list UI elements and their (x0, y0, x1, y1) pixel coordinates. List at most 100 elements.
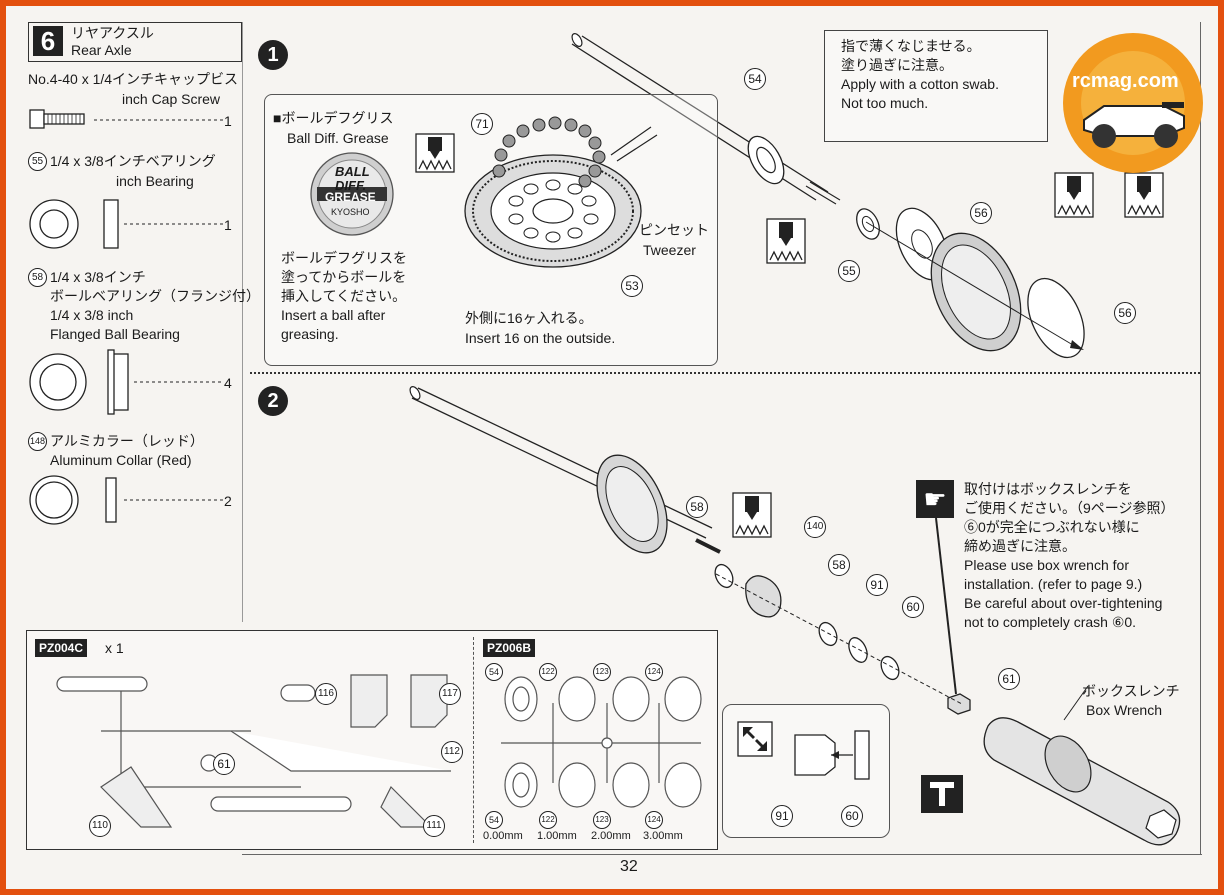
substep-1-badge: 1 (258, 40, 288, 70)
substep-2-badge: 2 (258, 386, 288, 416)
rcmag-watermark: rcmag.com (1062, 32, 1204, 174)
part-55-name-jp: 1/4 x 3/8インチベアリング (50, 153, 216, 169)
callout-55: 55 (838, 260, 860, 282)
callout-91: 91 (771, 805, 793, 827)
ball-note-line3: 挿入してください。 (281, 288, 407, 304)
box-wrench-drawing (983, 685, 1181, 846)
outside-note-en: Insert 16 on the outside. (465, 330, 616, 346)
part-55-name-en: inch Bearing (116, 173, 194, 189)
tree-callout-123: 123 (593, 663, 611, 681)
grease-logo-brand: KYOSHO (331, 207, 370, 217)
part-55-num: 55 (28, 152, 47, 171)
grease-title-jp: ■ボールデフグリス (273, 110, 394, 126)
screwdriver-icon (921, 775, 963, 813)
zoom-icon (737, 721, 773, 757)
tree-callout-111: 111 (423, 815, 445, 837)
pointing-hand-icon: ☛ (916, 480, 954, 518)
page-number: 32 (620, 858, 638, 875)
wrench-note-line1: 取付けはボックスレンチを (964, 481, 1132, 497)
bearing-55-icon (29, 199, 224, 249)
step-number: 6 (33, 26, 63, 56)
ball-note-line5: greasing. (281, 326, 339, 342)
collar-inset-panel: 91 60 (722, 704, 890, 838)
grease-logo-ball: BALL (335, 164, 370, 179)
callout-140: 140 (804, 516, 826, 538)
collar-148-icon (29, 475, 224, 525)
tree-callout-122: 122 (539, 811, 557, 829)
collar-fit-drawing (794, 730, 870, 780)
part-58-qty: 4 (224, 375, 232, 391)
page-right-rule (1200, 22, 1201, 854)
box-wrench-label-en: Box Wrench (1086, 702, 1162, 718)
shim-size-1: 1.00mm (537, 830, 577, 842)
ball-note-line4: Insert a ball after (281, 307, 386, 323)
grease-logo-diff: DIFF. (335, 178, 367, 193)
instruction-page: 6 リヤアクスル Rear Axle No.4-40 x 1/4インチキャップビ… (6, 6, 1218, 889)
part-screw-name-en: inch Cap Screw (122, 91, 221, 107)
axle-assembly-drawing (409, 386, 971, 715)
grease-point-icon (1124, 172, 1164, 218)
callout-58: 58 (828, 554, 850, 576)
tree-callout-124: 124 (645, 811, 663, 829)
tree-divider (473, 637, 474, 843)
tree-callout-123: 123 (593, 811, 611, 829)
grease-point-icon (415, 133, 455, 173)
part-screw-name-jp: No.4-40 x 1/4インチキャップビス (28, 71, 239, 87)
tree-right-badge: PZ006B (483, 639, 536, 657)
wrench-note-line7: Be careful about over-tightening (964, 595, 1163, 611)
shim-size-3: 3.00mm (643, 830, 683, 842)
part-58-name-en2: Flanged Ball Bearing (50, 326, 180, 342)
swab-note-box: 指で薄くなじませる。 塗り過ぎに注意。 Apply with a cotton … (824, 30, 1048, 142)
part-55-qty: 1 (224, 217, 232, 233)
swab-note-line2: 塗り過ぎに注意。 (841, 57, 953, 73)
tree-pz006b-drawing (501, 676, 702, 808)
rear-axle-drawing (571, 33, 841, 205)
swab-note-line1: 指で薄くなじませる。 (841, 38, 981, 54)
tree-callout-54: 54 (485, 811, 503, 829)
callout-54: 54 (744, 68, 766, 90)
ball-note-line2: 塗ってからボールを (281, 269, 407, 285)
tree-callout-117: 117 (439, 683, 461, 705)
step-title-jp: リヤアクスル (71, 25, 154, 41)
step-title-en: Rear Axle (71, 42, 132, 58)
ball-diff-grease-logo (310, 152, 394, 236)
callout-56: 56 (970, 202, 992, 224)
grease-logo-grease: GREASE (325, 190, 376, 204)
callout-61: 61 (998, 668, 1020, 690)
part-58-name-jp: 1/4 x 3/8インチ (50, 269, 146, 285)
grease-point-icon (732, 492, 772, 538)
grease-point-icon (1054, 172, 1094, 218)
part-58-name-en1: 1/4 x 3/8 inch (50, 307, 134, 323)
wrench-note-line5: Please use box wrench for (964, 557, 1129, 573)
callout-71: 71 (471, 113, 493, 135)
shim-size-2: 2.00mm (591, 830, 631, 842)
page-bottom-rule (242, 854, 1202, 855)
grease-point-icon (766, 218, 806, 264)
rcmag-logo-icon (1063, 33, 1203, 173)
tree-left-qty: x 1 (105, 640, 124, 656)
diff-gear-drawing (464, 116, 658, 268)
part-148-qty: 2 (224, 493, 232, 509)
part-148-num: 148 (28, 432, 47, 451)
callout-60: 60 (902, 596, 924, 618)
tree-callout-112: 112 (441, 741, 463, 763)
part-148-name-en: Aluminum Collar (Red) (50, 452, 192, 468)
parts-tree-box: PZ004C x 1 116 117 112 61 110 111 (26, 630, 718, 850)
wrench-note-line3: ⑥0が完全につぶれない様に (964, 519, 1140, 535)
shim-size-0: 0.00mm (483, 830, 523, 842)
callout-58: 58 (686, 496, 708, 518)
step-header: 6 リヤアクスル Rear Axle (28, 22, 242, 62)
grease-title-en: Ball Diff. Grease (287, 130, 389, 146)
wrench-note-line6: installation. (refer to page 9.) (964, 576, 1143, 592)
bearing-58-icon (29, 349, 224, 415)
tree-pz004c-drawing (56, 674, 451, 828)
callout-60: 60 (841, 805, 863, 827)
tree-callout-110: 110 (89, 815, 111, 837)
rcmag-logo-text: rcmag.com (1072, 70, 1179, 92)
part-148-name-jp: アルミカラー（レッド） (50, 433, 204, 449)
pointer-line (935, 517, 957, 695)
tree-callout-124: 124 (645, 663, 663, 681)
wrench-note-line8: not to completely crash ⑥0. (964, 614, 1137, 630)
wrench-note-line2: ご使用ください。（9ページ参照） (964, 500, 1175, 516)
box-wrench-label-jp: ボックスレンチ (1082, 683, 1180, 699)
